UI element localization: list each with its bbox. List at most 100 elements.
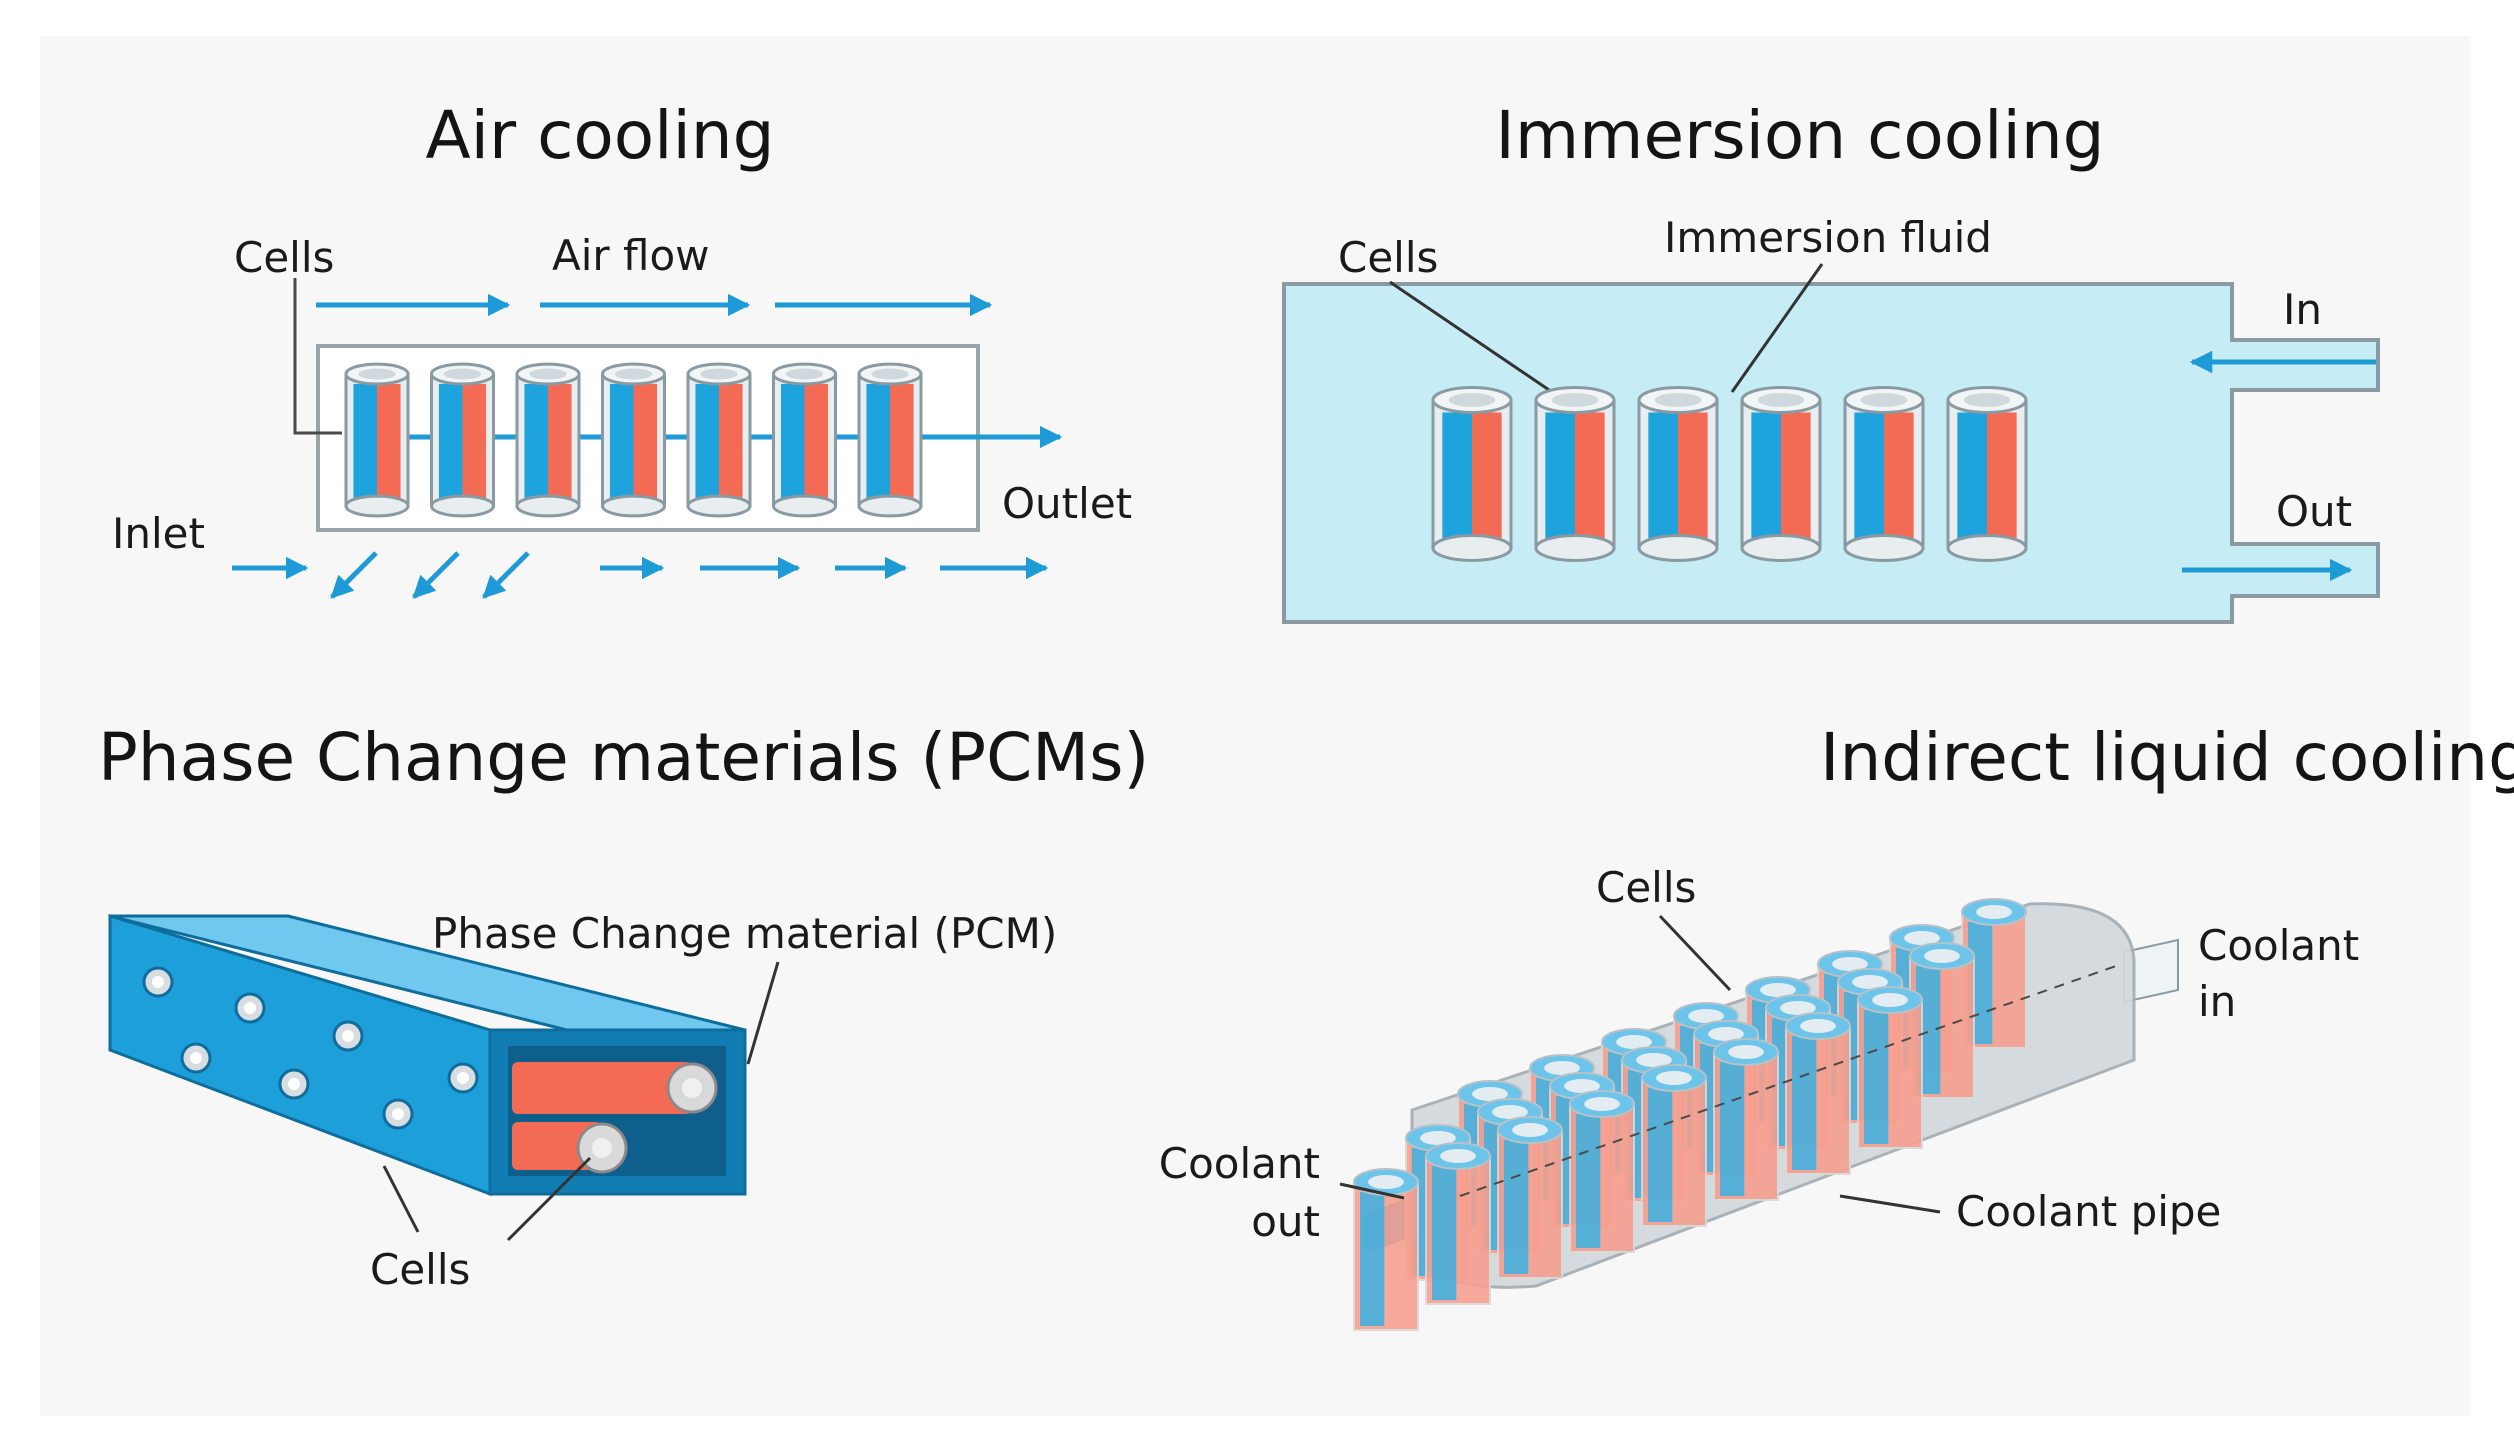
indirect-cell-top-inner [1708,1027,1744,1041]
cell-top-inner [358,368,396,380]
cell-blue-half [1545,412,1575,541]
pcm-cell-hole-core [457,1072,469,1084]
indirect-cell-top-inner [1512,1123,1548,1137]
coolant-out-label-line1: Coolant [1159,1139,1320,1188]
cell-red-half [804,383,829,501]
cell-red-half [890,383,914,501]
battery-cell [1637,386,1719,562]
air-inlet-label: Inlet [112,509,205,558]
indirect-cell [1641,1064,1707,1227]
cell-bottom [430,494,495,518]
battery-cell [1431,386,1513,562]
cell-bottom [1740,534,1822,562]
pcm-material-leader-line [746,961,780,1065]
indirect-cell-top-inner [1616,1035,1652,1049]
pcm-cell [512,1062,692,1114]
indirect-cell [1785,1012,1851,1175]
cell-blue-half [524,383,548,501]
cell-red-half [548,383,572,501]
indirect-cell-blue-half [1864,1010,1889,1144]
pcm-cell-hole-core [152,976,164,988]
pcm-cell-end-core [592,1138,612,1158]
cell-bottom [1946,534,2028,562]
air-cells-label: Cells [234,233,334,282]
pcm-cell-hole-core [342,1030,354,1042]
coolant-pipe-leader-line [1839,1194,1941,1214]
battery-cell [515,362,581,518]
battery-cell [686,362,752,518]
coolant-out-label-line2: out [1251,1197,1320,1246]
cell-red-half [1781,412,1811,541]
panel-immersion-cooling: Immersion cooling Cells Immersion fluid … [1282,97,2380,624]
indirect-cell-top-inner [1780,1001,1816,1015]
cell-blue-half [695,383,719,501]
indirect-cell-top-inner [1420,1131,1456,1145]
coolant-in-label-line1: Coolant [2198,921,2359,970]
cell-blue-half [1751,412,1781,541]
pcm-cell-holes [142,966,479,1130]
cell-top-inner [1654,393,1702,407]
cell-red-half [633,383,658,501]
cell-red-half [1987,412,2017,541]
cell-red-half [462,383,487,501]
indirect-cell-blue-half [1504,1140,1529,1274]
cell-bottom [772,494,837,518]
cell-red-half [1575,412,1605,541]
battery-cell [430,362,495,518]
indirect-cell-top-inner [1872,993,1908,1007]
pcm-cells-label: Cells [370,1245,470,1294]
cell-blue-half [438,383,463,501]
cell-bottom [686,494,752,518]
immersion-cells-label: Cells [1338,233,1438,282]
indirect-cell-top-inner [1728,1045,1764,1059]
cell-top-inner [1963,393,2011,407]
battery-cell [601,362,666,518]
panel-indirect-liquid-cooling: Indirect liquid cooling Cells Coolant in… [1159,719,2514,1331]
indirect-cells [1353,898,2027,1331]
indirect-cell-top-inner [1584,1097,1620,1111]
pcm-cell-hole-core [288,1078,300,1090]
cell-top-inner [1551,393,1599,407]
air-cells [344,362,923,518]
cell-top-inner [871,368,909,380]
indirect-cell [1497,1116,1563,1279]
indirect-cell-top-inner [1852,975,1888,989]
indirect-cell-top-inner [1904,931,1940,945]
indirect-cell-blue-half [1720,1062,1745,1196]
indirect-cell [1353,1168,1419,1331]
pcm-cells-leader-line-2 [506,1156,592,1242]
battery-cell [344,362,410,518]
pcm-cells-leader-line-1 [382,1165,420,1233]
indirect-cell-top-inner [1440,1149,1476,1163]
immersion-fluid-leader-line [1730,263,1824,393]
pcm-title: Phase Change materials (PCMs) [98,719,1149,796]
air-outlet-label: Outlet [1002,479,1132,528]
battery-cell [772,362,837,518]
figure-background [40,36,2470,1416]
cell-top-inner [700,368,738,380]
indirect-cell-top-inner [1832,957,1868,971]
panel-pcm: Phase Change materials (PCMs) Phase Chan… [98,719,1149,1294]
coolant-in-label-line2: in [2198,977,2236,1026]
cell-blue-half [1957,412,1987,541]
cell-blue-half [353,383,377,501]
battery-cell [1534,386,1616,562]
coolant-pipe-label: Coolant pipe [1956,1187,2221,1236]
air-inlet-arrows [232,551,1049,599]
immersion-in-label: In [2283,285,2322,334]
indirect-cells-leader-line [1658,914,1732,992]
air-cooling-title: Air cooling [425,97,774,174]
cell-red-half [1678,412,1708,541]
indirect-cell-top-inner [1636,1053,1672,1067]
immersion-fluid-label: Immersion fluid [1664,213,1992,262]
immersion-cells-leader-line [1389,280,1553,394]
cell-top-inner [1860,393,1908,407]
immersion-cells [1431,386,2028,562]
pcm-cell-hole-core [392,1108,404,1120]
cell-bottom [1534,534,1616,562]
indirect-cell-top-inner [1492,1105,1528,1119]
coolant-pipe-dashed-line [1459,965,2117,1197]
cell-blue-half [1648,412,1678,541]
cell-bottom [1843,534,1925,562]
